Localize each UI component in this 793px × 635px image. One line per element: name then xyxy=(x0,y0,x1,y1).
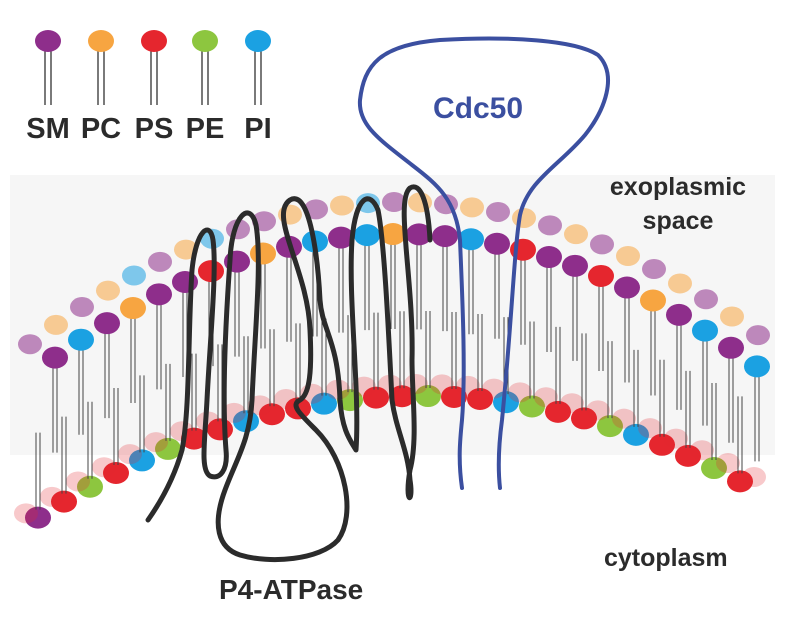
outer-lipid-head xyxy=(432,225,458,248)
exoplasmic-label-line1: exoplasmic xyxy=(609,173,747,201)
outer-lipid-head xyxy=(328,226,354,249)
outer-lipid-head xyxy=(406,223,432,246)
legend-lipid-ps xyxy=(141,30,167,105)
legend-label-pc: PC xyxy=(80,113,122,145)
inner-lipid-head xyxy=(675,444,701,467)
legend-lipid-pi xyxy=(245,30,271,105)
outer-lipid-head xyxy=(68,328,94,351)
legend-lipid-pe xyxy=(192,30,218,105)
cytoplasm-label: cytoplasm xyxy=(604,544,728,572)
inner-lipid-head xyxy=(389,385,415,408)
p4-atpase-label: P4-ATPase xyxy=(219,574,364,605)
inner-leaflet xyxy=(14,374,766,529)
outer-lipid-head xyxy=(94,312,120,335)
outer-lipid-head xyxy=(198,260,224,283)
p4-atpase-protein xyxy=(145,184,433,563)
inner-lipid-head xyxy=(363,386,389,409)
inner-lipid-head xyxy=(467,388,493,410)
outer-lipid-head xyxy=(692,319,718,342)
outer-lipid-head xyxy=(640,289,666,312)
legend-lipid-sm xyxy=(35,30,61,105)
outer-lipid-head xyxy=(380,223,406,246)
outer-lipid-head xyxy=(536,246,562,269)
inner-lipid-head xyxy=(649,433,675,456)
legend-label-ps: PS xyxy=(134,113,174,145)
legend-lipid-pc xyxy=(88,30,114,105)
exoplasmic-space-label: exoplasmic space xyxy=(588,170,768,238)
inner-lipid-head xyxy=(545,400,571,423)
outer-lipid-head xyxy=(666,303,692,326)
outer-lipid-head xyxy=(614,276,640,299)
inner-lipid-head xyxy=(519,395,545,418)
inner-lipid-head xyxy=(51,490,77,513)
inner-lipid-head xyxy=(181,427,207,450)
inner-lipid-head xyxy=(259,403,285,426)
inner-lipid-head xyxy=(493,391,519,414)
inner-lipid-head xyxy=(701,457,727,480)
cdc50-label: Cdc50 xyxy=(433,92,524,125)
outer-lipid-head xyxy=(588,264,614,287)
outer-lipid-head xyxy=(484,232,510,255)
outer-lipid-head xyxy=(250,242,276,265)
outer-lipid-head xyxy=(42,346,68,369)
outer-lipid-head xyxy=(120,297,146,320)
legend-label-pe: PE xyxy=(185,113,225,145)
inner-lipid-head xyxy=(25,506,51,529)
inner-lipid-head xyxy=(103,462,129,485)
outer-lipid-head xyxy=(718,336,744,359)
exoplasmic-label-line2: space xyxy=(642,207,714,235)
inner-lipid-head xyxy=(571,407,597,430)
legend-label-pi: PI xyxy=(244,113,272,145)
inner-lipid-head xyxy=(441,385,467,408)
inner-lipid-head xyxy=(415,385,441,408)
inner-lipid-head xyxy=(155,437,181,460)
inner-lipid-head xyxy=(727,470,753,493)
inner-lipid-head xyxy=(623,423,649,446)
inner-lipid-head xyxy=(129,449,155,472)
inner-lipid-head xyxy=(311,392,337,415)
cdc50-protein xyxy=(357,36,610,490)
outer-lipid-head xyxy=(744,355,770,378)
lipid-tails xyxy=(35,242,760,510)
outer-lipid-head xyxy=(354,224,380,247)
legend-label-sm: SM xyxy=(26,113,70,145)
outer-lipid-head xyxy=(562,254,588,277)
inner-lipid-head xyxy=(597,415,623,438)
inner-lipid-head xyxy=(77,475,103,498)
outer-lipid-head xyxy=(458,228,484,251)
outer-lipid-head xyxy=(146,283,172,306)
